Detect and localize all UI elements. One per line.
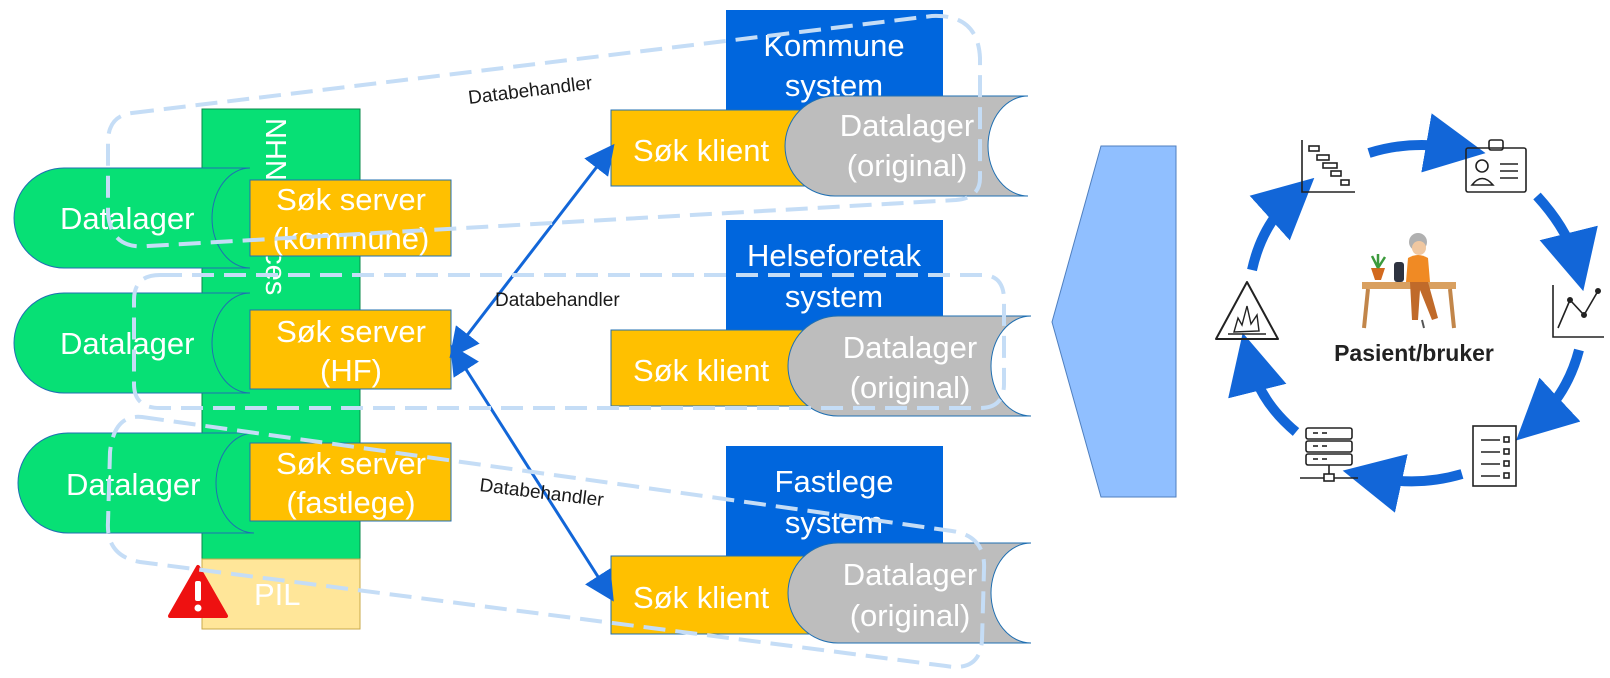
pil-block: PIL bbox=[201, 558, 361, 630]
cycle-arrow bbox=[1533, 192, 1598, 292]
cycle-arrow bbox=[1516, 348, 1584, 441]
id-card-icon bbox=[1465, 139, 1527, 193]
server-network-icon bbox=[1300, 427, 1358, 482]
processor-boundary-kommune bbox=[106, 13, 982, 249]
original-store-label: Datalager bbox=[840, 108, 974, 143]
search-client-label: Søk klient bbox=[633, 133, 769, 168]
system-suffix: system bbox=[785, 505, 883, 540]
cycle-arrow bbox=[1342, 454, 1464, 513]
left-store-fastlege: Datalager Søk server (fastlege) bbox=[17, 432, 452, 534]
left-store-hf: Datalager Søk server (HF) bbox=[13, 292, 452, 394]
processor-label-hf: Databehandler bbox=[495, 290, 620, 311]
original-store-label: Datalager bbox=[843, 557, 977, 592]
gantt-chart-icon bbox=[1301, 140, 1355, 193]
processor-label-kommune: Databehandler bbox=[467, 73, 594, 109]
search-server-sublabel: (HF) bbox=[320, 353, 382, 388]
search-client-label: Søk klient bbox=[633, 580, 769, 615]
search-server-sublabel: (kommune) bbox=[273, 221, 430, 256]
arrow-hf-to-kommune bbox=[449, 143, 615, 359]
original-store-sublabel: (original) bbox=[850, 598, 971, 633]
warning-icon bbox=[168, 565, 228, 618]
datalager-label: Datalager bbox=[60, 201, 194, 236]
original-store-label: Datalager bbox=[843, 330, 977, 365]
cycle-diagram: Pasient/bruker bbox=[1215, 113, 1604, 513]
search-server-label: Søk server bbox=[276, 314, 426, 349]
original-store-sublabel: (original) bbox=[850, 370, 971, 405]
processor-boundary-fastlege bbox=[105, 414, 987, 669]
line-chart-icon bbox=[1552, 285, 1604, 338]
hazard-icon bbox=[1215, 281, 1279, 340]
original-store-sublabel: (original) bbox=[847, 148, 968, 183]
processor-boundary-hf bbox=[132, 273, 1006, 410]
system-kommune: Kommune system Søk klient Datalager (ori… bbox=[610, 10, 1029, 197]
cycle-arrow bbox=[1228, 332, 1300, 436]
pointer-shape bbox=[1051, 145, 1177, 498]
search-server-sublabel: (fastlege) bbox=[286, 485, 415, 520]
search-server-label: Søk server bbox=[276, 182, 426, 217]
system-name: Fastlege bbox=[775, 464, 894, 499]
search-client-label: Søk klient bbox=[633, 353, 769, 388]
datalager-label: Datalager bbox=[60, 326, 194, 361]
system-name: Helseforetak bbox=[747, 238, 922, 273]
checklist-icon bbox=[1472, 425, 1517, 487]
search-server-label: Søk server bbox=[276, 446, 426, 481]
system-fastlege: Fastlege system Søk klient Datalager (or… bbox=[610, 446, 1032, 644]
system-helseforetak: Helseforetak system Søk klient Datalager… bbox=[610, 220, 1032, 417]
datalager-label: Datalager bbox=[66, 467, 200, 502]
cycle-arrow bbox=[1367, 113, 1486, 173]
cycle-arrow bbox=[1247, 177, 1315, 272]
patient-label: Pasient/bruker bbox=[1334, 340, 1494, 366]
patient-at-desk-icon bbox=[1362, 233, 1456, 329]
system-suffix: system bbox=[785, 279, 883, 314]
pil-label: PIL bbox=[254, 577, 301, 612]
